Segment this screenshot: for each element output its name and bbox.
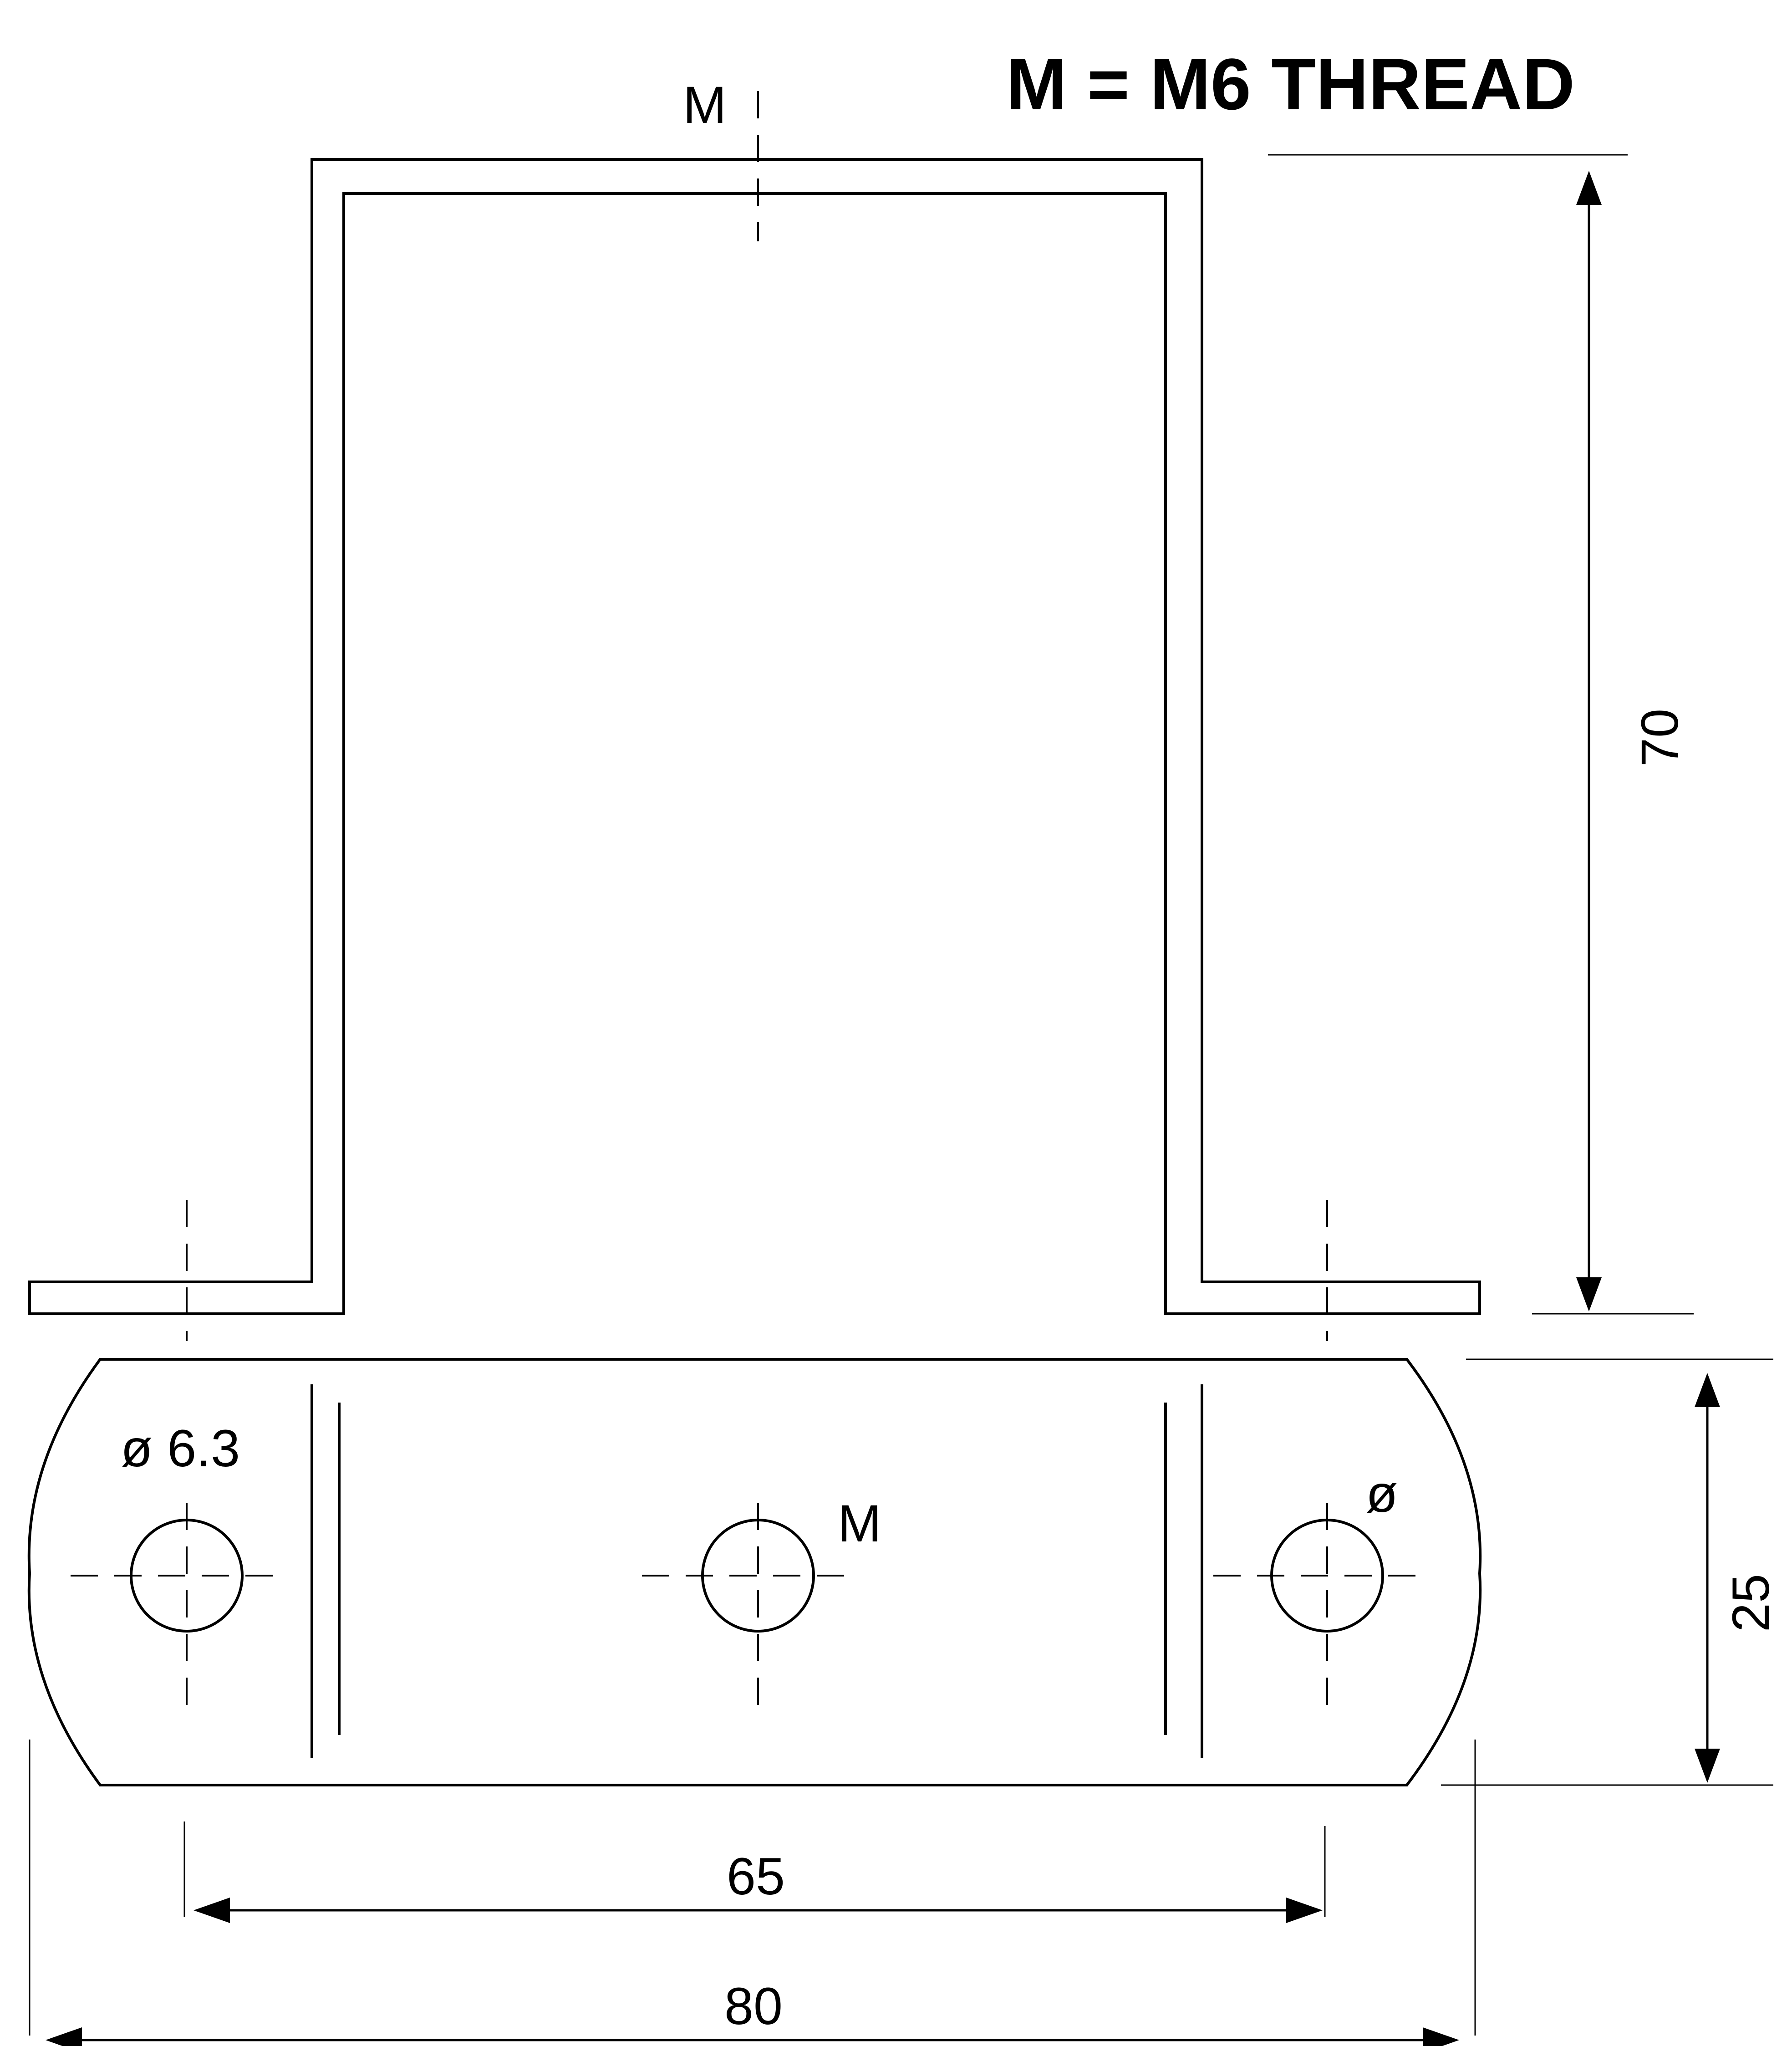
- thread-note: M = M6 THREAD: [1006, 43, 1575, 125]
- left-hole-diameter-label: ø 6.3: [121, 1419, 240, 1478]
- overall-arrow-left: [46, 2027, 82, 2046]
- front-view: M: [28, 76, 1481, 1341]
- width-arrow-top: [1695, 1373, 1720, 1407]
- center-hole-thread-label: M: [838, 1495, 881, 1553]
- height-dim-value: 70: [1631, 709, 1689, 767]
- height-arrow-bottom: [1576, 1277, 1602, 1311]
- overall-length-dimension: 80: [29, 1740, 1476, 2046]
- overall-dim-value: 80: [724, 1977, 783, 2036]
- width-dimension: 25: [1441, 1358, 1780, 1786]
- height-arrow-top: [1576, 171, 1602, 205]
- spacing-dim-value: 65: [727, 1847, 785, 1906]
- bracket-outer-profile: [28, 158, 1481, 1315]
- width-dim-value: 25: [1722, 1574, 1780, 1632]
- spacing-arrow-right: [1286, 1898, 1323, 1923]
- top-thread-label: M: [683, 76, 727, 134]
- width-arrow-bottom: [1695, 1749, 1720, 1783]
- overall-arrow-right: [1423, 2027, 1459, 2046]
- height-dimension: 70: [1268, 154, 1694, 1315]
- hole-spacing-dimension: 65: [183, 1822, 1326, 1923]
- base-plate-outline: [27, 1358, 1482, 1786]
- right-hole-diameter-label: ø: [1366, 1465, 1398, 1523]
- spacing-arrow-left: [193, 1898, 230, 1923]
- plan-view: ø 6.3 M ø: [27, 1358, 1482, 1786]
